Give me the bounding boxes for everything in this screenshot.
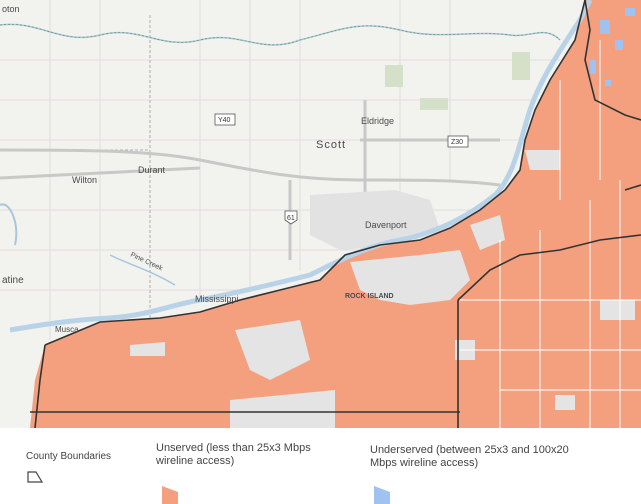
place-label-davenport: Davenport	[365, 220, 407, 230]
roads-in-unserved	[460, 40, 641, 428]
svg-text:Z30: Z30	[451, 139, 463, 146]
place-label-rock-island: ROCK ISLAND	[345, 293, 394, 300]
county-boundary-swatch-icon	[27, 471, 44, 483]
county-label-partial: atine	[2, 275, 24, 286]
svg-text:61: 61	[287, 215, 295, 222]
unserved-region[interactable]	[0, 0, 641, 428]
county-label-scott: Scott	[316, 139, 346, 151]
broadband-map[interactable]: oton Eldridge Scott Durant Wilton Davenp…	[0, 0, 641, 428]
river-label-mississippi: Mississippi	[195, 294, 239, 304]
shield-y40: Y40	[214, 113, 236, 126]
place-label-eldridge: Eldridge	[361, 116, 394, 126]
pine-creek-stream	[109, 254, 176, 286]
underserved-swatch-icon	[374, 486, 390, 504]
unserved-swatch-icon	[162, 486, 178, 504]
legend-item-underserved: Underserved (between 25x3 and 100x20 Mbp…	[370, 444, 590, 504]
legend-item-county-boundaries: County Boundaries	[26, 450, 112, 483]
svg-text:Y40: Y40	[218, 117, 231, 124]
mississippi-river	[9, 0, 593, 333]
shield-us61: 61	[284, 210, 298, 225]
minor-roads	[0, 0, 560, 340]
place-label-wilton: Wilton	[72, 175, 97, 185]
river-left	[0, 203, 18, 246]
county-boundaries	[30, 0, 641, 428]
place-label-muscatine: Musca	[55, 325, 79, 334]
underserved-spots[interactable]	[590, 8, 635, 86]
legend-label-county-boundaries: County Boundaries	[26, 451, 112, 462]
map-canvas[interactable]: oton Eldridge Scott Durant Wilton Davenp…	[0, 0, 641, 428]
legend-label-underserved: Underserved (between 25x3 and 100x20 Mbp…	[370, 444, 569, 469]
legend-item-unserved: Unserved (less than 25x3 Mbps wireline a…	[156, 442, 346, 504]
place-label-durant: Durant	[138, 165, 166, 175]
davenport-urban-area	[310, 190, 440, 250]
legend-label-unserved: Unserved (less than 25x3 Mbps wireline a…	[156, 442, 311, 467]
served-areas	[130, 150, 635, 428]
parks	[385, 52, 530, 110]
shield-z30: Z30	[447, 135, 469, 148]
place-label-tipton: oton	[2, 4, 20, 14]
river-top-boundary	[0, 23, 561, 46]
map-legend: County Boundaries Unserved (less than 25…	[0, 428, 641, 504]
